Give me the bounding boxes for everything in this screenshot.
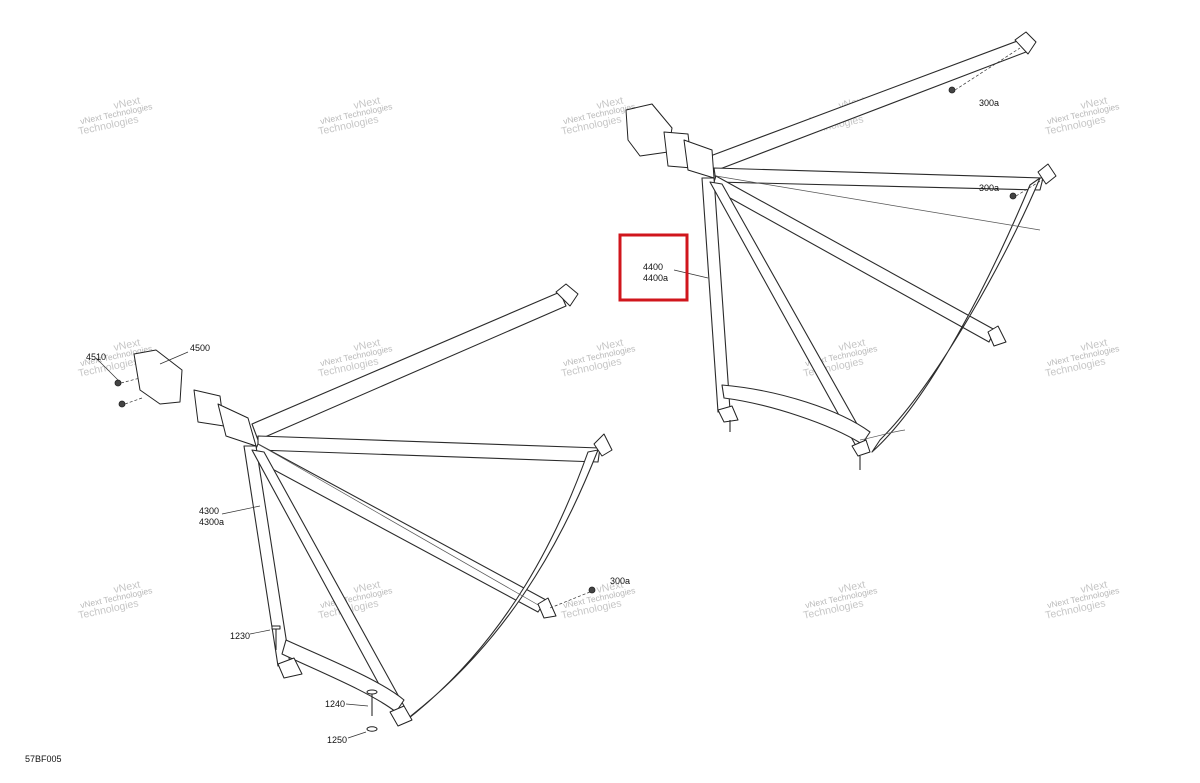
leader-1240 xyxy=(345,703,369,707)
adjuster-left xyxy=(217,403,257,447)
anchor-upper-left xyxy=(555,283,579,307)
watermark-text: vNext xyxy=(596,579,625,596)
watermark-text: vNext xyxy=(353,95,382,112)
callout-labels: 4400 4400a 300a 300a 300a 4510 4500 4300… xyxy=(25,98,999,764)
highlight-box-4400 xyxy=(618,233,689,302)
anchor-mid-left xyxy=(593,433,613,457)
leader-4300 xyxy=(221,505,261,515)
fastener-line-mid xyxy=(1015,179,1043,197)
watermark-text: vNext xyxy=(113,579,142,596)
screw-4510-lower-icon xyxy=(118,400,126,408)
fastener-line-top xyxy=(954,47,1021,91)
anchor-bottom-right xyxy=(851,439,871,457)
strap-inner-line-right xyxy=(715,175,1041,231)
bolt-1240-head-icon xyxy=(366,689,378,695)
diagram-code: 57BF005 xyxy=(25,754,62,764)
callout-1250[interactable]: 1250 xyxy=(327,735,347,745)
anchor-bottom-left-right xyxy=(717,405,739,423)
vertical-strap-left xyxy=(243,445,291,667)
watermark-text: vNext xyxy=(113,337,142,354)
callout-4500[interactable]: 4500 xyxy=(190,343,210,353)
anchor-mid-right xyxy=(1037,163,1057,185)
leader-1230 xyxy=(249,629,271,635)
anchor-upper-right xyxy=(1014,31,1037,55)
adjuster-right xyxy=(683,139,715,179)
upper-shoulder-strap-left xyxy=(251,291,567,441)
watermark-text: vNext xyxy=(353,579,382,596)
callout-4400a[interactable]: 4400a xyxy=(643,273,668,283)
callout-300a-low[interactable]: 300a xyxy=(610,576,630,586)
callout-300a-top[interactable]: 300a xyxy=(979,98,999,108)
callout-4300[interactable]: 4300 xyxy=(199,506,219,516)
watermark-text: vNext xyxy=(113,95,142,112)
callout-300a-mid[interactable]: 300a xyxy=(979,183,999,193)
buckle-housing-left xyxy=(133,349,183,405)
fastener-line-4510-a xyxy=(120,377,141,384)
fastener-line-low xyxy=(549,591,591,609)
callout-1240[interactable]: 1240 xyxy=(325,699,345,709)
watermark-text: vNext xyxy=(353,337,382,354)
mid-strap-left xyxy=(257,435,601,463)
buckle-housing-right xyxy=(625,103,673,157)
curved-side-strap-right xyxy=(871,177,1041,453)
screw-300a-mid-icon xyxy=(1009,192,1017,200)
screw-300a-low-icon xyxy=(588,586,596,594)
screw-300a-top-icon xyxy=(948,86,956,94)
anchor-bottom-right-left xyxy=(389,705,413,727)
watermark-text: vNext xyxy=(838,337,867,354)
strap-inner-line-left xyxy=(257,443,541,607)
leader-1250 xyxy=(347,731,367,739)
anchor-bottom-left xyxy=(277,657,303,679)
anchor-lower-right xyxy=(987,325,1007,347)
lap-strap-edge-right xyxy=(859,429,906,441)
anchor-lower-left xyxy=(537,597,557,619)
watermark-text: vNext xyxy=(838,579,867,596)
watermark-text: vNext xyxy=(1080,337,1109,354)
callout-4300a[interactable]: 4300a xyxy=(199,517,224,527)
harness-right xyxy=(625,31,1057,470)
washer-1250-icon xyxy=(366,726,378,732)
screw-4510-upper-icon xyxy=(114,379,122,387)
callout-1230[interactable]: 1230 xyxy=(230,631,250,641)
callout-4510[interactable]: 4510 xyxy=(86,352,106,362)
leader-4400 xyxy=(673,269,709,279)
watermark-text: vNext xyxy=(1080,95,1109,112)
watermark-text: vNext xyxy=(1080,579,1109,596)
fastener-line-4510-b xyxy=(124,397,143,405)
callout-4400[interactable]: 4400 xyxy=(643,262,663,272)
leader-4510 xyxy=(95,357,119,381)
upper-shoulder-strap-right xyxy=(704,39,1027,173)
harness-left xyxy=(95,283,613,739)
bolt-1230-head-icon xyxy=(271,625,281,630)
vertical-strap-right xyxy=(701,177,731,413)
watermark-text: vNext xyxy=(596,95,625,112)
watermark-text: vNext xyxy=(596,337,625,354)
leader-4500 xyxy=(159,351,189,365)
